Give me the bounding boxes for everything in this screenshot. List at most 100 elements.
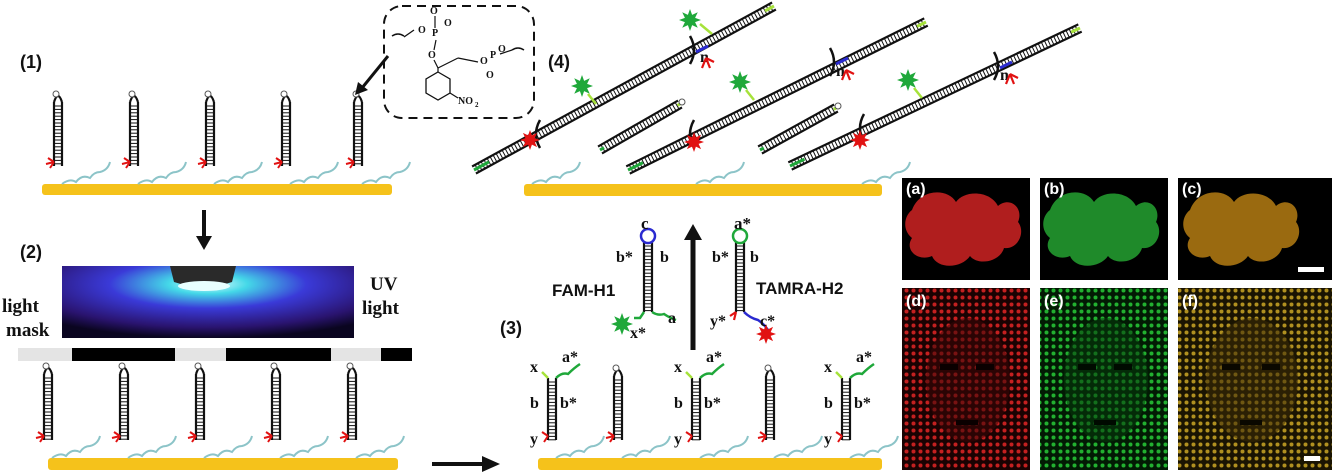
chem-O-3: O xyxy=(428,50,436,61)
fam-star-1 xyxy=(571,75,593,97)
hairpin-2-1 xyxy=(35,362,54,443)
panel-d-label: (d) xyxy=(906,293,926,310)
surface-linker xyxy=(203,435,253,459)
opened-strand-3 xyxy=(685,362,725,443)
short-hairpin-4-2 xyxy=(757,102,842,155)
hcr-polymer-1 xyxy=(471,1,777,175)
polymer-bracket-open-1 xyxy=(534,119,542,149)
panel-a-label: (a) xyxy=(906,181,926,198)
polymer-bracket-close-3 xyxy=(992,51,1000,81)
domain-b-star: b* xyxy=(704,395,721,412)
chem-NO2: NO xyxy=(458,96,473,107)
surface-linker xyxy=(699,435,749,459)
fam-domain-c: c xyxy=(641,214,649,233)
chem-P-1: P xyxy=(432,28,438,39)
panel-e-label: (e) xyxy=(1044,293,1064,310)
surface-linker xyxy=(361,161,411,185)
hcr-polymer-3 xyxy=(787,23,1083,171)
scale-bar-top xyxy=(1298,267,1324,272)
gold-surface-4 xyxy=(524,184,882,196)
surface-linker xyxy=(355,435,405,459)
hairpin-3-2 xyxy=(605,364,624,443)
chem-O-minus-2: O xyxy=(486,70,494,81)
gold-surface-1 xyxy=(42,184,392,195)
tamra-domain-c-star: c* xyxy=(760,313,775,330)
domain-b: b xyxy=(530,395,539,412)
panel-a: (a) xyxy=(902,178,1030,280)
step-1-label: (1) xyxy=(20,52,42,72)
tamra-h2-hairpin xyxy=(729,227,776,344)
hairpin-row-1 xyxy=(45,90,411,185)
hairpin-1-3 xyxy=(197,90,216,169)
step-4-label: (4) xyxy=(548,52,570,72)
domain-y: y xyxy=(674,431,682,448)
gold-surface-2 xyxy=(48,458,398,470)
step-2-label: (2) xyxy=(20,242,42,262)
panel-f-label: (f) xyxy=(1182,293,1198,310)
chem-P-2: P xyxy=(490,50,496,61)
tamra-domain-b: b xyxy=(750,249,759,266)
domain-x: x xyxy=(824,359,832,376)
surface-linker xyxy=(127,435,177,459)
fam-h1-hairpin xyxy=(611,227,677,335)
surface-linker xyxy=(289,161,339,185)
surface-linker xyxy=(695,161,745,185)
hairpin-2-4 xyxy=(263,362,282,443)
surface-linker xyxy=(531,161,581,185)
tamra-fluorophore xyxy=(756,324,776,344)
surface-linker xyxy=(773,435,823,459)
hairpin-1-4 xyxy=(273,90,292,169)
fam-domain-x-star: x* xyxy=(630,325,646,342)
domain-b: b xyxy=(674,395,683,412)
tamra-star-1 xyxy=(520,130,540,150)
fam-star-2 xyxy=(729,71,751,93)
domain-a-star: a* xyxy=(856,349,872,366)
gold-surface-3 xyxy=(538,458,882,470)
chem-O-2: O xyxy=(444,18,452,29)
fam-star-top xyxy=(679,9,701,31)
scale-bar-bottom xyxy=(1304,456,1320,461)
short-hairpin-4-1 xyxy=(597,98,686,155)
surface-linker xyxy=(137,161,187,185)
tamra-domain-a-star: a* xyxy=(734,214,751,233)
inset-pointer-arrow xyxy=(355,55,390,95)
hairpin-row-2 xyxy=(35,362,405,459)
tamra-domain-b-star: b* xyxy=(712,249,729,266)
chem-O-1: O xyxy=(418,25,426,36)
fam-domain-b: b xyxy=(660,249,669,266)
domain-b-star: b* xyxy=(854,395,871,412)
surface-linker xyxy=(51,435,101,459)
surface-linker xyxy=(61,161,111,185)
domain-x: x xyxy=(674,359,682,376)
tamra-h2-label: TAMRA-H2 xyxy=(756,279,844,298)
surface-linker xyxy=(861,161,911,185)
opened-strand-5 xyxy=(835,362,875,443)
chem-NO2-sub: 2 xyxy=(475,101,479,109)
hairpin-2-3 xyxy=(187,362,206,443)
domain-y: y xyxy=(824,431,832,448)
chem-O-minus-1: O xyxy=(430,6,438,17)
polymer-bracket-close-1 xyxy=(688,35,696,65)
panel-c: (c) xyxy=(1178,178,1332,280)
fam-h1-label: FAM-H1 xyxy=(552,281,615,300)
uv-lamp-photo xyxy=(62,266,354,338)
domain-y: y xyxy=(530,431,538,448)
polymer-bracket-close-2 xyxy=(828,47,836,77)
fam-domain-b-star: b* xyxy=(616,249,633,266)
domain-b: b xyxy=(824,395,833,412)
fam-fluorophore xyxy=(611,313,633,335)
opened-strand-1 xyxy=(541,362,581,443)
hairpin-3-4 xyxy=(757,364,776,443)
domain-b-star: b* xyxy=(560,395,577,412)
surface-linker xyxy=(279,435,329,459)
panel-d: (d) xyxy=(902,288,1030,470)
tamra-domain-y-star: y* xyxy=(710,313,726,330)
hairpin-1-1 xyxy=(45,90,64,169)
photomask xyxy=(18,348,412,361)
surface-linker xyxy=(621,435,671,459)
domain-a-star: a* xyxy=(562,349,578,366)
domain-a-star: a* xyxy=(706,349,722,366)
panel-e: (e) xyxy=(1040,288,1168,470)
